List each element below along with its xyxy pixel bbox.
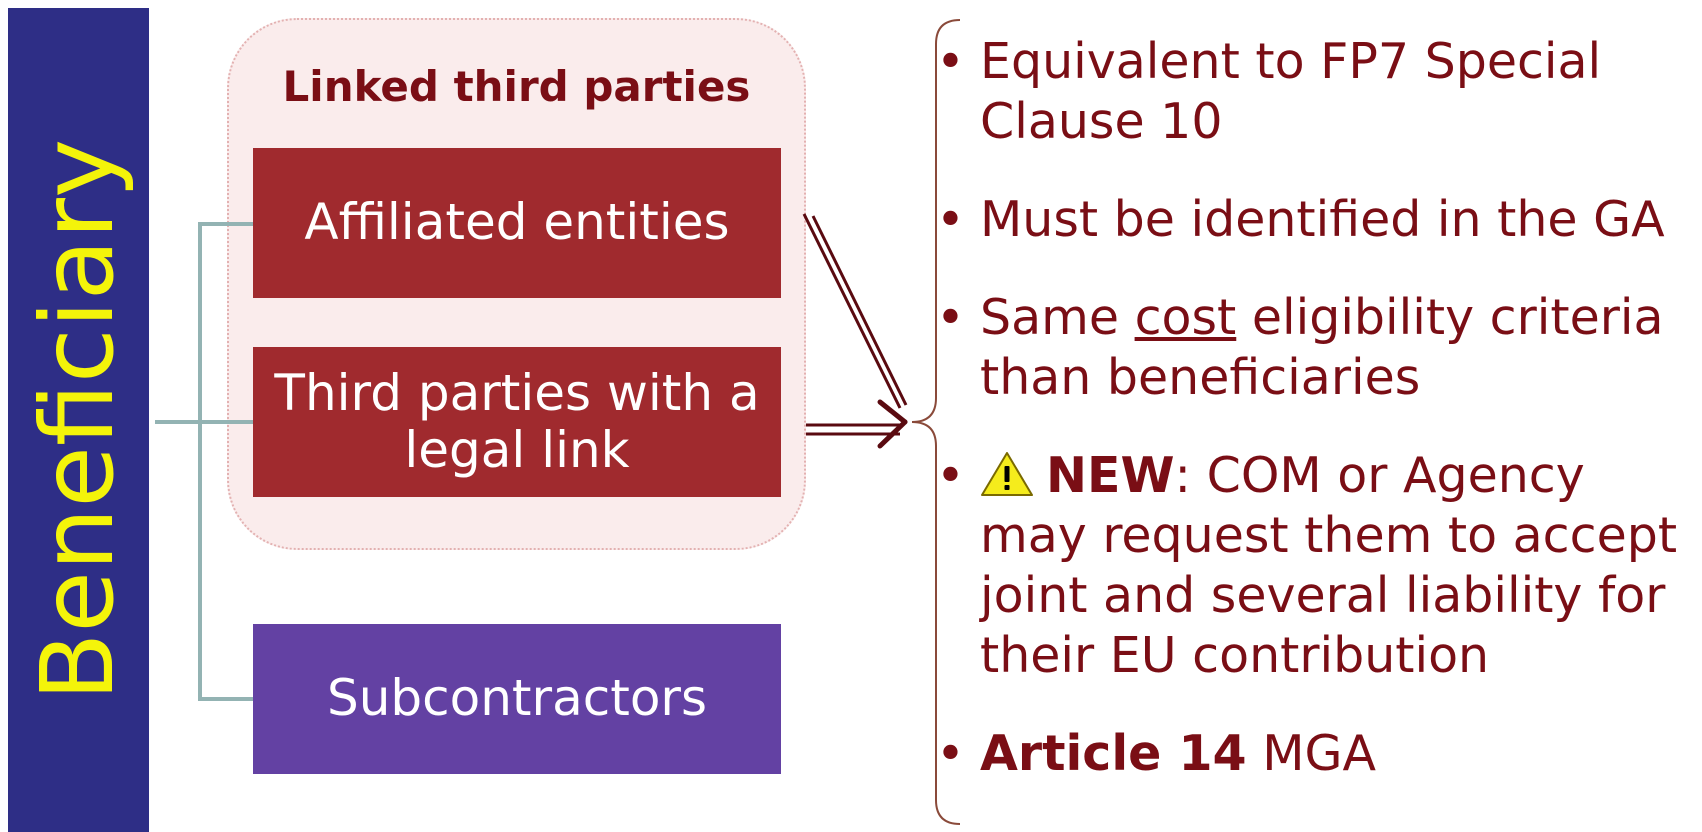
bullet-list: Equivalent to FP7 Special Clause 10 Must…	[936, 32, 1695, 822]
arrow-legal-link-to-list	[806, 423, 900, 436]
warning-triangle-icon	[981, 452, 1033, 496]
bullet-article-text: MGA	[1246, 725, 1376, 782]
arrowhead	[877, 399, 908, 449]
bullet-item-new: NEW: COM or Agency may request them to a…	[936, 446, 1695, 686]
bullet-cost-prefix: Same	[980, 289, 1135, 346]
bullet-item-article: Article 14 MGA	[936, 724, 1695, 784]
affiliated-entities-box: Affiliated entities	[253, 148, 781, 298]
bullet-identified-text: Must be identified in the GA	[980, 191, 1665, 248]
bullet-item-identified: Must be identified in the GA	[936, 190, 1695, 250]
legal-link-box: Third parties with a legal link	[253, 347, 781, 497]
legal-link-label-line1: Third parties with a	[274, 363, 760, 422]
affiliated-entities-label: Affiliated entities	[304, 193, 730, 252]
legal-link-label-line2: legal link	[404, 421, 630, 479]
curly-brace	[911, 19, 961, 825]
linked-third-parties-title: Linked third parties	[282, 62, 751, 111]
subcontractors-box: Subcontractors	[253, 624, 781, 774]
tree-connector	[155, 222, 253, 701]
bullet-article-label: Article 14	[980, 725, 1247, 782]
bullet-cost-suffix: eligibility criteria than beneficiaries	[980, 289, 1664, 406]
bullet-cost-underlined: cost	[1134, 289, 1237, 346]
beneficiary-bar	[8, 8, 149, 832]
subcontractors-label: Subcontractors	[326, 669, 708, 728]
bullet-item-cost: Same cost eligibility criteria than bene…	[936, 288, 1695, 408]
bullet-new-text: : COM or Agency may request them to acce…	[980, 447, 1678, 684]
bullet-item-fp7: Equivalent to FP7 Special Clause 10	[936, 32, 1695, 152]
bullet-new-label: NEW	[1046, 447, 1175, 504]
arrow-affiliated-to-list	[802, 213, 908, 409]
bullet-fp7-text: Equivalent to FP7 Special Clause 10	[980, 33, 1602, 150]
